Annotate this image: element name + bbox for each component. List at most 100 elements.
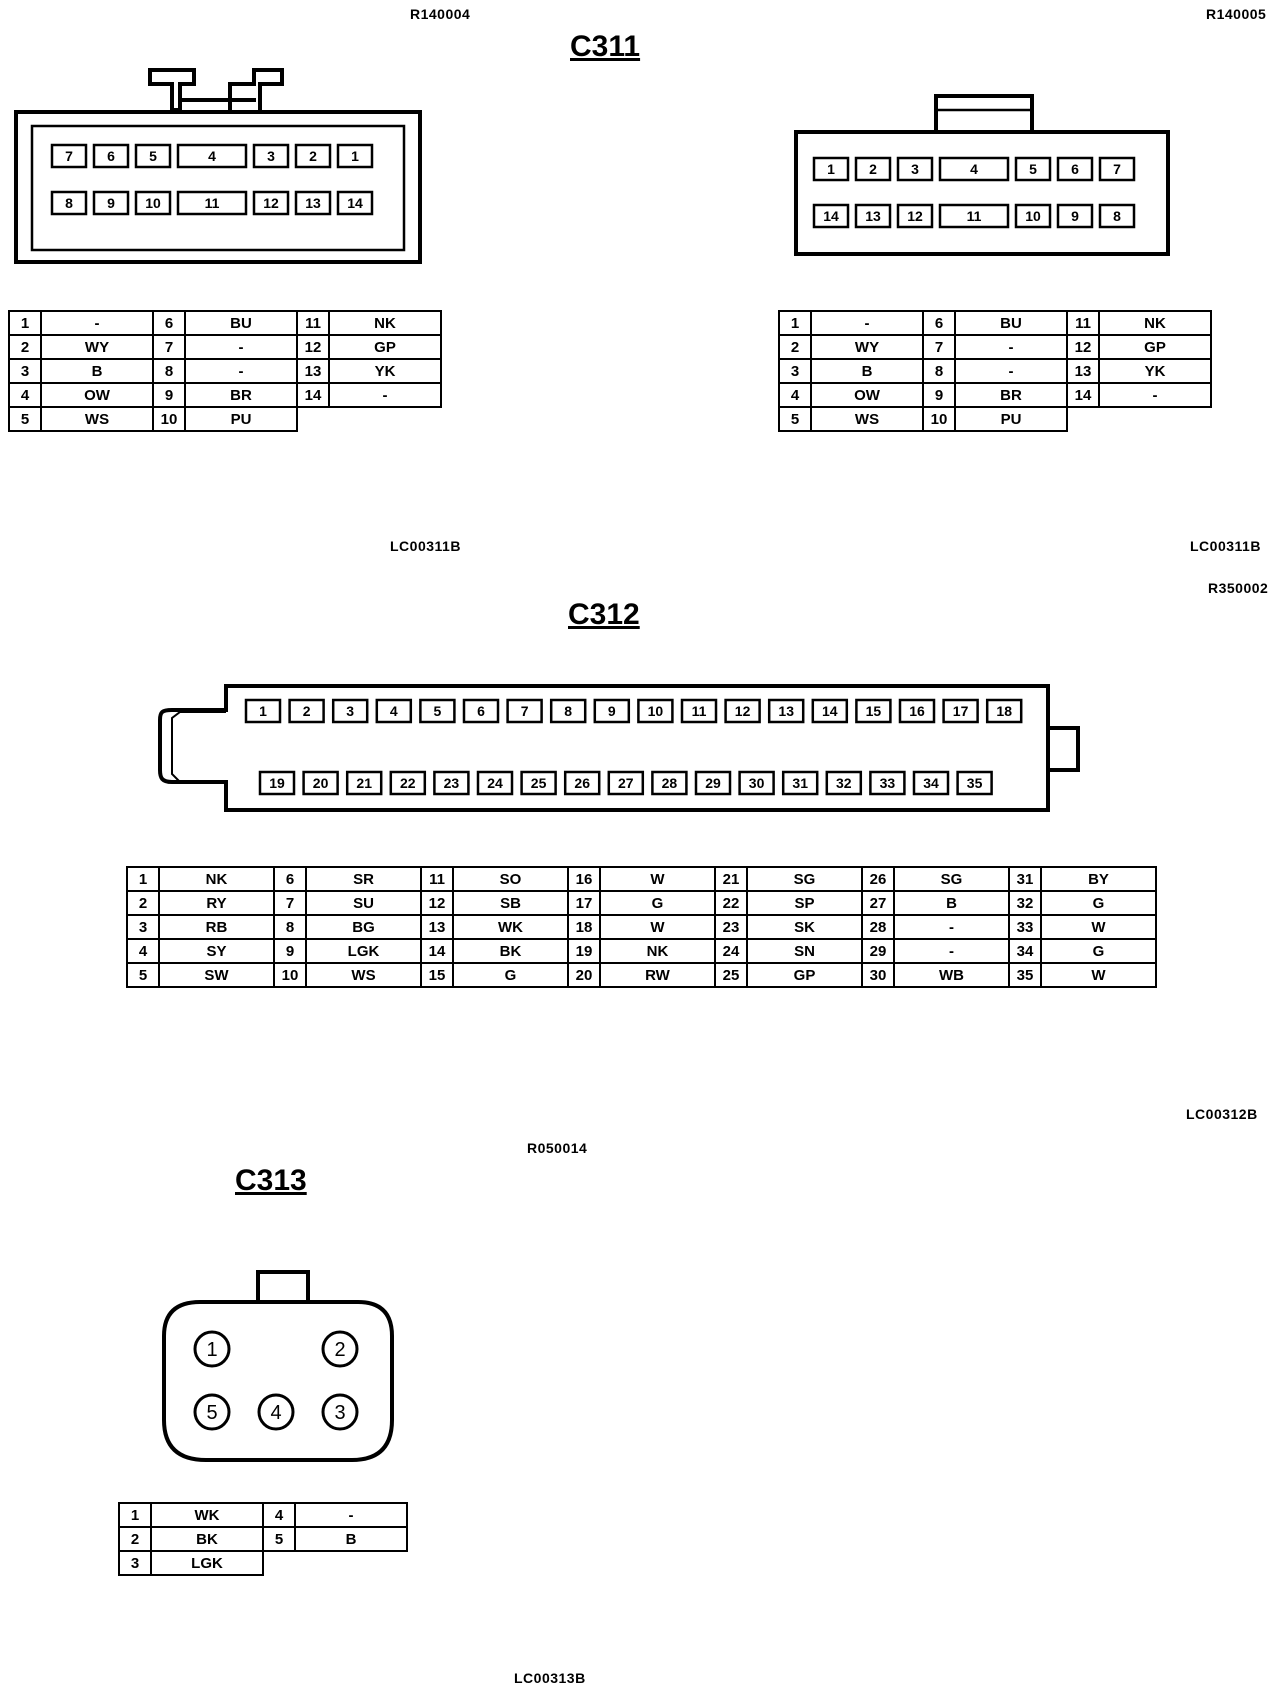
wire-color-cell: WS: [305, 962, 422, 988]
pin-number: 14: [823, 208, 839, 224]
wire-color-cell: BK: [150, 1526, 264, 1552]
pin-number-cell: 2: [126, 890, 160, 916]
pin-number-cell: 12: [420, 890, 454, 916]
pin-number: 31: [792, 775, 808, 791]
pin-cavity: [433, 770, 470, 796]
pin-number-cell: 31: [1008, 866, 1042, 892]
pin-number-cell: 27: [861, 890, 895, 916]
wire-color-cell: BU: [184, 310, 298, 336]
wire-color-cell: W: [1040, 914, 1157, 940]
pin-number: 12: [735, 703, 751, 719]
pin-number: 25: [531, 775, 547, 791]
pin-cavity: [1014, 156, 1052, 182]
pin-cavity: [593, 698, 631, 724]
wire-color-cell: NK: [328, 310, 442, 336]
wire-color-cell: -: [954, 358, 1068, 384]
pin-cavity: [607, 770, 645, 796]
pin-number: 10: [1025, 208, 1041, 224]
pin-number: 5: [206, 1402, 217, 1424]
pin-number: 18: [996, 703, 1012, 719]
pin-number-cell: 1: [778, 310, 812, 336]
pin-number: 7: [1113, 161, 1121, 177]
wire-color-cell: LGK: [150, 1550, 264, 1576]
pin-number: 4: [970, 161, 978, 177]
wire-color-cell: WK: [452, 914, 569, 940]
pin-number-cell: 9: [273, 938, 307, 964]
wire-color-cell: LGK: [305, 938, 422, 964]
pin-number-cell: 9: [922, 382, 956, 408]
pin-cavity: [855, 698, 892, 724]
pin-number-cell: 7: [922, 334, 956, 360]
pin-number-cell: 2: [8, 334, 42, 360]
pin-number-cell: 5: [778, 406, 812, 432]
pin-number-cell: 21: [714, 866, 748, 892]
pin-number: 6: [1071, 161, 1079, 177]
pin-number-cell: 19: [567, 938, 601, 964]
wire-color-cell: W: [599, 866, 716, 892]
pin-number-cell: 9: [152, 382, 186, 408]
pin-cavity: [680, 698, 718, 724]
pin-number-cell: 12: [1066, 334, 1100, 360]
pin-cavity: [811, 698, 849, 724]
pin-cavity: [294, 190, 332, 216]
pin-number: 1: [351, 148, 359, 164]
wire-color-cell: SB: [452, 890, 569, 916]
pin-cavity: [321, 1393, 359, 1431]
pin-number-cell: 30: [861, 962, 895, 988]
pin-number: 7: [521, 703, 529, 719]
pin-number-cell: 13: [296, 358, 330, 384]
empty-cell: [263, 1551, 295, 1575]
pin-number-cell: 6: [922, 310, 956, 336]
pin-cavity: [294, 143, 332, 169]
pin-number: 4: [270, 1402, 281, 1424]
pin-number-cell: 3: [118, 1550, 152, 1576]
wire-color-cell: -: [294, 1502, 408, 1528]
pin-number-cell: 7: [273, 890, 307, 916]
pin-number-cell: 14: [296, 382, 330, 408]
pin-number-cell: 2: [778, 334, 812, 360]
pin-number: 32: [836, 775, 852, 791]
wire-color-cell: SG: [893, 866, 1010, 892]
pin-cavity: [419, 698, 456, 724]
pin-cavity: [724, 698, 761, 724]
pin-number: 17: [953, 703, 969, 719]
pin-number-cell: 1: [126, 866, 160, 892]
pin-number-cell: 14: [1066, 382, 1100, 408]
pin-number: 3: [346, 703, 354, 719]
wire-color-cell: NK: [599, 938, 716, 964]
pin-number-cell: 22: [714, 890, 748, 916]
pin-number: 9: [107, 195, 115, 211]
pin-number-cell: 15: [420, 962, 454, 988]
wire-color-cell: RY: [158, 890, 275, 916]
pin-cavity: [694, 770, 732, 796]
pin-number: 22: [400, 775, 416, 791]
pin-number: 3: [911, 161, 919, 177]
pin-number: 9: [608, 703, 616, 719]
pin-number-cell: 10: [922, 406, 956, 432]
pin-number: 9: [1071, 208, 1079, 224]
wire-color-cell: OW: [810, 382, 924, 408]
pin-number-cell: 1: [118, 1502, 152, 1528]
wire-color-cell: SY: [158, 938, 275, 964]
pin-number: 14: [822, 703, 838, 719]
wire-color-cell: W: [1040, 962, 1157, 988]
pin-number: 19: [269, 775, 285, 791]
pin-number: 16: [909, 703, 925, 719]
pin-number-cell: 5: [126, 962, 160, 988]
pin-number: 6: [107, 148, 115, 164]
wire-color-cell: WB: [893, 962, 1010, 988]
pin-number: 23: [444, 775, 460, 791]
pin-number-cell: 3: [778, 358, 812, 384]
pin-cavity: [258, 770, 296, 796]
pin-cavity: [176, 143, 248, 169]
